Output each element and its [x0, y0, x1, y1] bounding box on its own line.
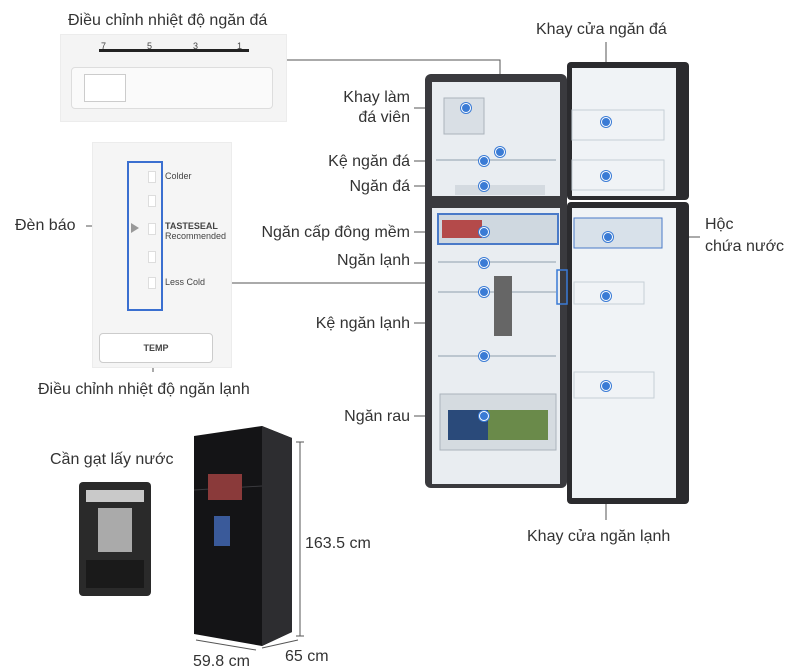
- label-soft-freeze: Ngăn cấp đông mềm: [261, 224, 410, 241]
- indicator-led-4: [148, 251, 156, 263]
- label-water-lever: Cần gạt lấy nước: [50, 451, 174, 468]
- label-ice-maker-2: đá viên: [358, 109, 410, 126]
- label-freezer-shelf: Kệ ngăn đá: [328, 153, 410, 170]
- ice-dial-slider[interactable]: [71, 67, 273, 109]
- callout-dot-freezer-shelf: [479, 156, 489, 166]
- temp-button[interactable]: TEMP: [99, 333, 213, 363]
- label-ice-maker-1: Khay làm: [343, 89, 410, 106]
- callout-dot-soft-freeze: [479, 227, 489, 237]
- callout-dot-fridge-door-2: [601, 381, 611, 391]
- label-fridge-shelf: Kệ ngăn lạnh: [315, 315, 410, 332]
- callout-dot-fridge-door-1: [601, 291, 611, 301]
- ice-dial-mark-5: 5: [147, 41, 153, 51]
- callout-dot-fridge-shelf-2: [479, 351, 489, 361]
- indicator-led-1: [148, 171, 156, 183]
- callout-dot-crisper: [479, 411, 489, 421]
- indicator-led-3: [148, 223, 156, 235]
- callout-dot-fridge: [479, 258, 489, 268]
- indicator-led-5: [148, 277, 156, 289]
- callout-dot-freezer: [479, 181, 489, 191]
- dimension-depth: 65 cm: [285, 648, 329, 665]
- label-ice-tray-door: Khay cửa ngăn đá: [536, 21, 667, 38]
- fridge-temp-panel: Colder TASTESEAL Recommended Less Cold T…: [92, 142, 232, 368]
- dimension-height: 163.5 cm: [305, 535, 371, 552]
- label-crisper: Ngăn rau: [344, 408, 410, 425]
- ice-temp-dial-panel: 7 5 3 1: [60, 34, 287, 122]
- label-fridge-tray-door: Khay cửa ngăn lạnh: [527, 528, 671, 545]
- indicator-bracket: [127, 161, 163, 311]
- indicator-led-2: [148, 195, 156, 207]
- ice-dial-scale: [99, 49, 249, 52]
- ice-dial-mark-3: 3: [193, 41, 199, 51]
- label-water-box-1: Hộc: [705, 216, 734, 233]
- label-fridge-temp-control: Điều chỉnh nhiệt độ ngăn lạnh: [38, 381, 250, 398]
- label-water-box-2: chứa nước: [705, 238, 785, 255]
- callout-dot-ice-maker: [461, 103, 471, 113]
- label-indicator-light: Đèn báo: [15, 217, 76, 234]
- ice-dial-mark-7: 7: [101, 41, 107, 51]
- recommended-label: Recommended: [165, 231, 227, 241]
- label-ice-temp-control: Điều chỉnh nhiệt độ ngăn đá: [68, 12, 268, 29]
- callout-dot-water-box: [603, 232, 613, 242]
- ice-dial-knob[interactable]: [84, 74, 126, 102]
- tasteseal-label: TASTESEAL: [165, 221, 218, 231]
- ice-dial-mark-1: 1: [237, 41, 243, 51]
- label-freezer-compartment: Ngăn đá: [349, 178, 411, 195]
- colder-label: Colder: [165, 171, 192, 181]
- dimension-width: 59.8 cm: [193, 653, 250, 670]
- temp-button-label: TEMP: [143, 343, 169, 353]
- label-fridge-compartment: Ngăn lạnh: [337, 252, 410, 269]
- callout-dot-ice-control: [495, 147, 505, 157]
- callout-dot-ice-door-1: [601, 117, 611, 127]
- indicator-arrow-icon: [131, 223, 139, 233]
- less-cold-label: Less Cold: [165, 277, 206, 287]
- callout-dot-fridge-shelf-1: [479, 287, 489, 297]
- callout-dot-ice-door-2: [601, 171, 611, 181]
